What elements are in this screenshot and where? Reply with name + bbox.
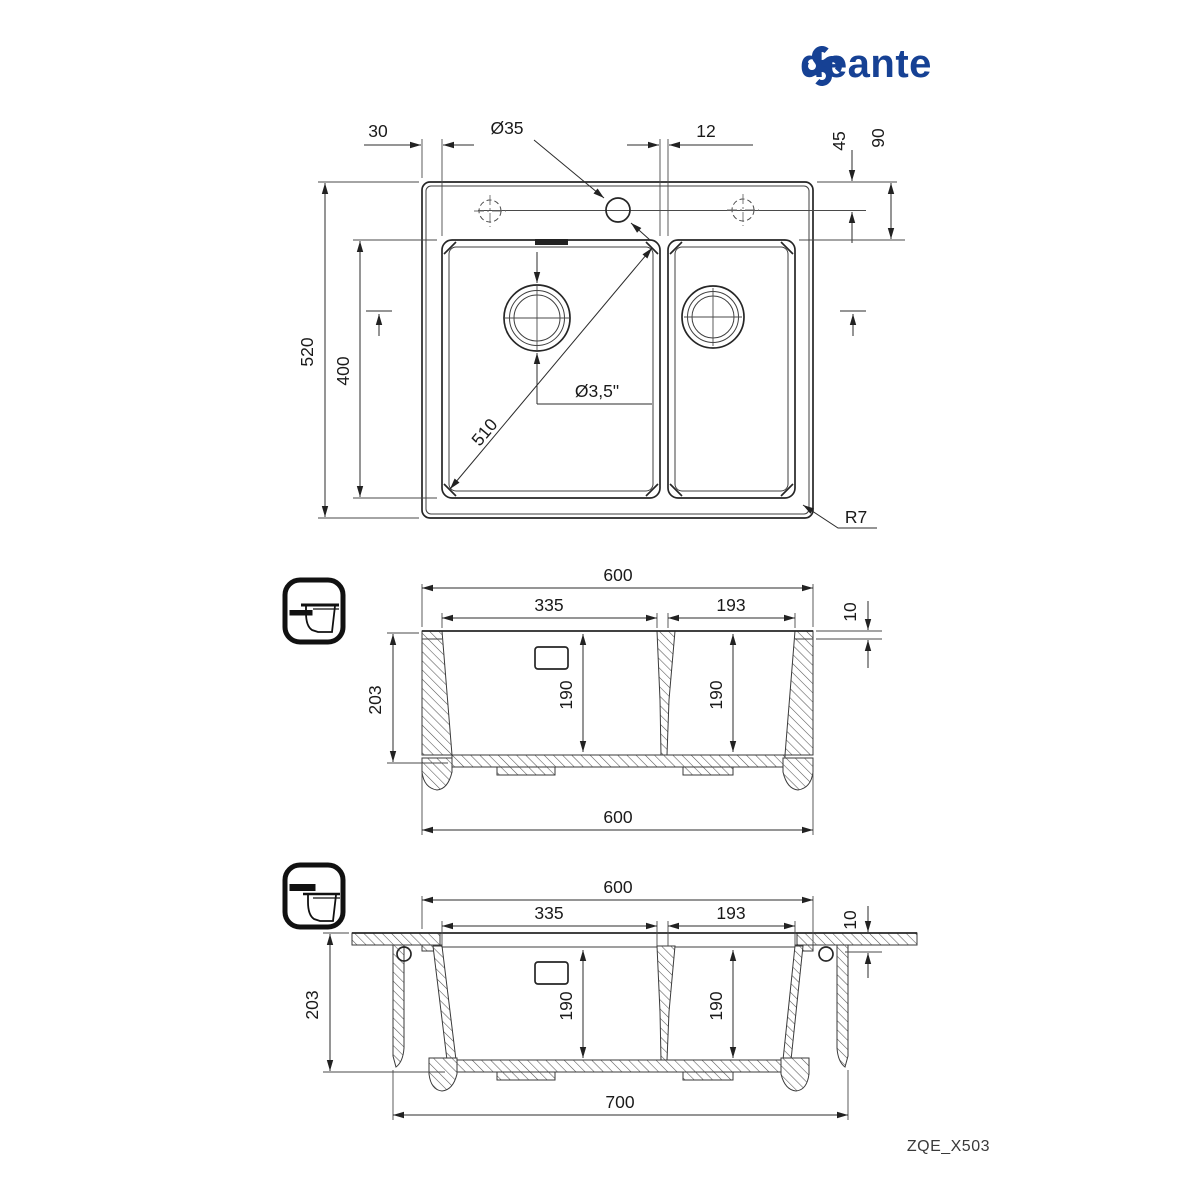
small-drain (681, 285, 745, 349)
dim-small-bowl-inner-depth: 190 (706, 634, 737, 752)
overflow-slot (534, 961, 569, 985)
svg-text:600: 600 (603, 565, 632, 585)
divider-wall (656, 630, 676, 756)
dim-main-bowl-inner-depth: 190 (556, 634, 587, 752)
floor (446, 1059, 792, 1073)
mounting-clip-right (818, 946, 834, 962)
dim-small-bowl-inner-depth: 190 (706, 950, 737, 1058)
sink-outline (421, 181, 814, 519)
floor (451, 754, 786, 768)
small-bowl (667, 239, 796, 499)
svg-text:Ø3,5": Ø3,5" (575, 381, 619, 401)
svg-text:335: 335 (534, 595, 563, 615)
svg-text:520: 520 (297, 337, 317, 366)
deante-logo-icon (802, 46, 842, 86)
svg-text:45: 45 (829, 131, 849, 150)
dim-diagonal: 510 (449, 247, 653, 490)
divider-wall (656, 945, 676, 1061)
dim-overall-width-bottom: 600 (421, 772, 814, 835)
dim-main-bowl-width: 335 (441, 903, 658, 946)
faucet-hole-center (605, 197, 631, 223)
svg-text:335: 335 (534, 903, 563, 923)
inset-section-view: 600 335 193 10 (282, 565, 882, 835)
svg-text:203: 203 (302, 990, 322, 1019)
mounting-clip-left (396, 946, 412, 962)
svg-text:190: 190 (556, 991, 576, 1020)
drain-level-mark-left (366, 310, 392, 336)
dim-rim-height: 10 (840, 906, 882, 978)
dim-bowl-depth: 400 (333, 239, 437, 499)
left-wall (432, 945, 457, 1061)
main-drain (503, 284, 571, 352)
cabinet-wall-right (836, 944, 849, 1068)
svg-text:510: 510 (467, 414, 501, 449)
dim-main-bowl-width: 335 (441, 595, 658, 628)
cabinet-wall-left (392, 944, 405, 1068)
dim-deck-depth: 90 (799, 128, 905, 241)
faucet-hole-left (474, 195, 506, 227)
svg-text:30: 30 (368, 121, 388, 141)
dim-overall-width-top: 600 (421, 565, 814, 627)
svg-text:190: 190 (706, 991, 726, 1020)
dim-main-bowl-inner-depth: 190 (556, 950, 587, 1058)
svg-text:R7: R7 (845, 507, 867, 527)
dim-total-depth: 203 (365, 632, 448, 764)
dim-left-margin: 30 (364, 121, 474, 236)
svg-text:90: 90 (868, 128, 888, 148)
plan-view: 30 Ø35 12 45 (297, 118, 905, 529)
dim-small-bowl-width: 193 (667, 903, 796, 946)
overflow-slot (535, 239, 568, 245)
dim-hole-offset: 45 (817, 131, 897, 243)
top-mount-icon (282, 577, 346, 645)
svg-text:700: 700 (605, 1092, 634, 1112)
svg-text:190: 190 (556, 680, 576, 709)
svg-text:600: 600 (603, 807, 632, 827)
dim-small-bowl-width: 193 (667, 595, 796, 628)
dim-faucet-hole: Ø35 (490, 118, 651, 241)
svg-text:193: 193 (716, 595, 745, 615)
countertop (351, 932, 918, 948)
svg-text:203: 203 (365, 685, 385, 714)
drain-level-mark-right (840, 310, 866, 336)
svg-text:190: 190 (706, 680, 726, 709)
left-wall (421, 630, 453, 756)
flush-mount-icon (282, 862, 346, 930)
svg-text:193: 193 (716, 903, 745, 923)
overflow-slot (534, 646, 569, 670)
flush-section-view: 600 335 193 10 (282, 862, 918, 1120)
dim-overall-depth: 520 (297, 181, 419, 519)
dim-corner-radius: R7 (802, 504, 877, 529)
dim-divider: 12 (627, 121, 753, 236)
svg-text:10: 10 (840, 602, 860, 622)
dim-cabinet-width: 700 (392, 1070, 849, 1120)
right-wall (782, 945, 804, 1061)
dim-overall-width: 600 (421, 877, 814, 948)
dim-total-depth: 203 (302, 932, 445, 1073)
svg-text:10: 10 (840, 910, 860, 930)
sink-section (421, 944, 814, 1092)
faucet-hole-right (727, 194, 759, 226)
model-code: ZQE_X503 (906, 1138, 990, 1155)
right-wall (784, 630, 814, 756)
dim-drain: Ø3,5" (533, 252, 652, 405)
svg-text:12: 12 (696, 121, 715, 141)
svg-text:600: 600 (603, 877, 632, 897)
brand-logo: deante (800, 44, 932, 86)
svg-text:Ø35: Ø35 (490, 118, 523, 138)
sink-section (421, 630, 814, 791)
svg-text:400: 400 (333, 356, 353, 385)
dim-rim-height: 10 (816, 601, 882, 668)
